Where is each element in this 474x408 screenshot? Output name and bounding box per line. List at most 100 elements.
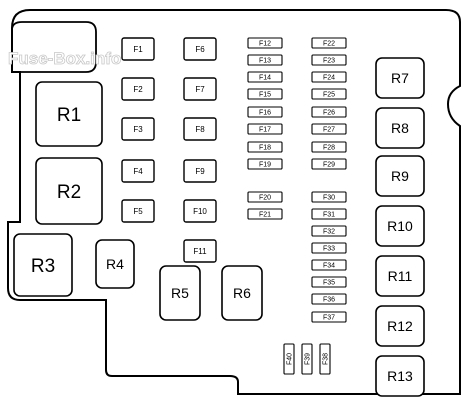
- relay-label: R6: [233, 285, 251, 301]
- fuse-f17: F17: [247, 123, 283, 135]
- relay-r7: R7: [375, 57, 425, 99]
- relay-label: R8: [391, 120, 409, 136]
- fuse-label: F33: [323, 246, 335, 253]
- fuse-label: F10: [193, 207, 207, 216]
- fuse-label: F7: [195, 85, 205, 94]
- fuse-label: F5: [133, 207, 143, 216]
- fuse-label: F2: [133, 85, 143, 94]
- relay-label: R13: [387, 368, 413, 384]
- relay-r2: R2: [35, 157, 103, 225]
- fuse-label: F40: [287, 353, 294, 365]
- fuse-label: F20: [259, 195, 271, 202]
- fuse-f29: F29: [311, 158, 347, 170]
- relay-label: R10: [387, 218, 413, 234]
- fuse-f37: F37: [311, 311, 347, 323]
- fuse-f13: F13: [247, 54, 283, 66]
- fuse-label: F23: [323, 58, 335, 65]
- fuse-label: F22: [323, 41, 335, 48]
- fuse-f16: F16: [247, 106, 283, 118]
- fuse-box-outline: [7, 9, 461, 395]
- fuse-label: F1: [133, 45, 143, 54]
- fuse-f20: F20: [247, 191, 283, 203]
- relay-r5: R5: [159, 265, 201, 321]
- fuse-label: F39: [305, 353, 312, 365]
- fuse-label: F12: [259, 41, 271, 48]
- relay-r12: R12: [375, 305, 425, 347]
- relay-label: R1: [57, 105, 81, 126]
- fuse-f2: F2: [121, 77, 155, 101]
- fuse-label: F35: [323, 280, 335, 287]
- relay-label: R4: [106, 256, 124, 272]
- fuse-f26: F26: [311, 106, 347, 118]
- fuse-label: F13: [259, 58, 271, 65]
- fuse-f14: F14: [247, 71, 283, 83]
- fuse-f32: F32: [311, 225, 347, 237]
- corner-mount: [11, 21, 97, 73]
- fuse-f30: F30: [311, 191, 347, 203]
- fuse-f10: F10: [183, 199, 217, 223]
- fuse-f6: F6: [183, 37, 217, 61]
- fuse-label: F21: [259, 212, 271, 219]
- fuse-label: F25: [323, 92, 335, 99]
- relay-label: R12: [387, 318, 413, 334]
- fuse-f12: F12: [247, 37, 283, 49]
- fuse-label: F3: [133, 125, 143, 134]
- fuse-f22: F22: [311, 37, 347, 49]
- fuse-f15: F15: [247, 88, 283, 100]
- fuse-f34: F34: [311, 259, 347, 271]
- fuse-f19: F19: [247, 158, 283, 170]
- relay-label: R5: [171, 285, 189, 301]
- fuse-label: F36: [323, 297, 335, 304]
- fuse-f40: F40: [283, 343, 295, 375]
- fuse-label: F31: [323, 212, 335, 219]
- fuse-label: F8: [195, 125, 205, 134]
- fuse-f24: F24: [311, 71, 347, 83]
- relay-r10: R10: [375, 205, 425, 247]
- relay-r6: R6: [221, 265, 263, 321]
- fuse-label: F24: [323, 75, 335, 82]
- fuse-f31: F31: [311, 208, 347, 220]
- fuse-label: F11: [193, 247, 207, 256]
- fuse-f7: F7: [183, 77, 217, 101]
- fuse-label: F16: [259, 110, 271, 117]
- fuse-label: F9: [195, 167, 205, 176]
- fuse-f23: F23: [311, 54, 347, 66]
- fuse-f25: F25: [311, 88, 347, 100]
- relay-r4: R4: [95, 239, 135, 289]
- relay-r13: R13: [375, 355, 425, 397]
- fuse-f27: F27: [311, 123, 347, 135]
- fuse-label: F6: [195, 45, 205, 54]
- fuse-f3: F3: [121, 117, 155, 141]
- relay-r1: R1: [35, 81, 103, 147]
- fuse-label: F19: [259, 162, 271, 169]
- fuse-f36: F36: [311, 293, 347, 305]
- fuse-f35: F35: [311, 276, 347, 288]
- relay-label: R9: [391, 168, 409, 184]
- fuse-f4: F4: [121, 159, 155, 183]
- fuse-label: F37: [323, 315, 335, 322]
- fuse-label: F14: [259, 75, 271, 82]
- relay-label: R7: [391, 70, 409, 86]
- fuse-f11: F11: [183, 239, 217, 263]
- fuse-f21: F21: [247, 208, 283, 220]
- fuse-f1: F1: [121, 37, 155, 61]
- fuse-label: F18: [259, 145, 271, 152]
- fuse-f9: F9: [183, 159, 217, 183]
- fuse-label: F26: [323, 110, 335, 117]
- watermark-logo: Fuse-Box.info: [8, 49, 121, 68]
- relay-label: R3: [31, 256, 55, 277]
- relay-r3: R3: [13, 233, 73, 297]
- fuse-label: F30: [323, 195, 335, 202]
- fuse-label: F27: [323, 127, 335, 134]
- fuse-f38: F38: [319, 343, 331, 375]
- fuse-label: F15: [259, 92, 271, 99]
- relay-label: R11: [388, 268, 413, 284]
- fuse-f28: F28: [311, 141, 347, 153]
- fuse-label: F4: [133, 167, 143, 176]
- fuse-label: F17: [259, 127, 271, 134]
- fuse-label: F28: [323, 145, 335, 152]
- fuse-f33: F33: [311, 242, 347, 254]
- fuse-f5: F5: [121, 199, 155, 223]
- fuse-f18: F18: [247, 141, 283, 153]
